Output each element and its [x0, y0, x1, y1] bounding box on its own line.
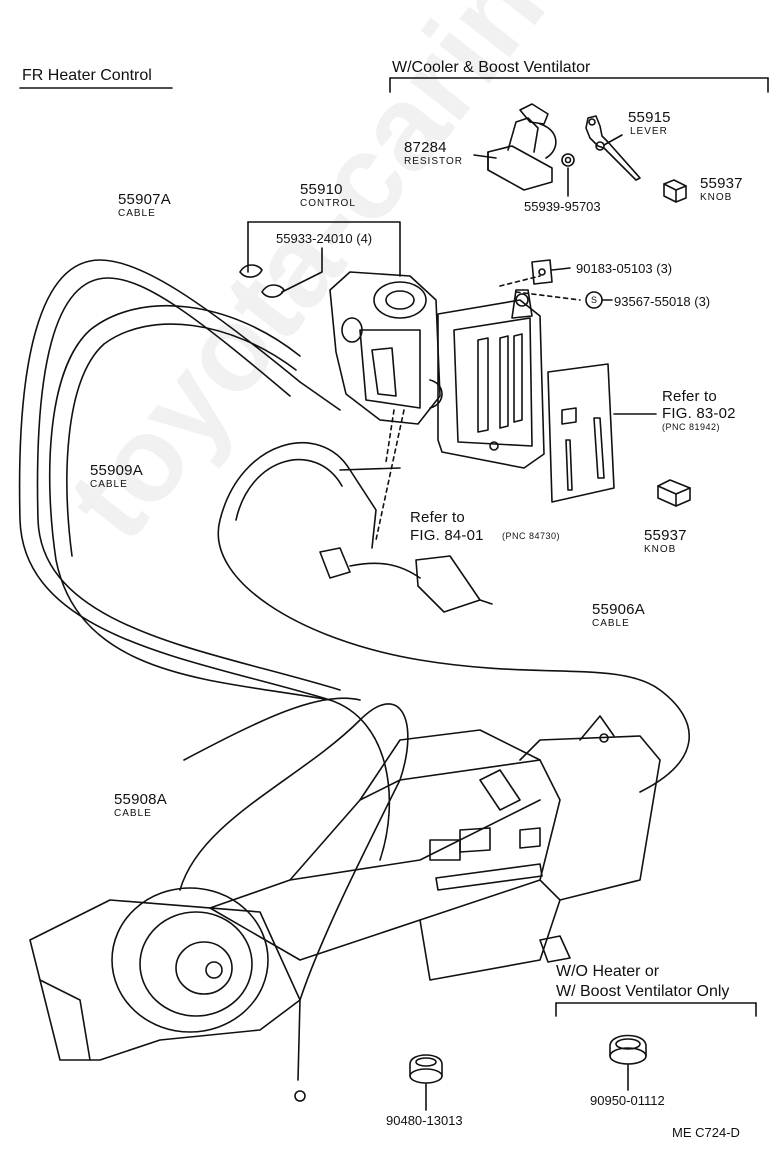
- lever-name: LEVER: [630, 126, 668, 137]
- resistor-part: [473, 103, 557, 191]
- cable-a-number: 55907A: [118, 191, 171, 208]
- clip-number: 55933-24010 (4): [276, 231, 373, 246]
- panel-ref-text: Refer to: [662, 388, 717, 405]
- lever-part: [585, 115, 641, 181]
- note-line-2: W/ Boost Ventilator Only: [556, 983, 730, 1000]
- grommet-right-number: 90950-01112: [590, 1093, 665, 1108]
- cable-c-number: 55906A: [592, 601, 645, 618]
- cable-55906A: [217, 442, 691, 793]
- control-name: CONTROL: [300, 198, 356, 209]
- switch-ref-fig: FIG. 84-01: [410, 527, 484, 544]
- screw-number: 93567-55018 (3): [614, 294, 711, 309]
- switch-ref-pnc: (PNC 84730): [502, 531, 561, 541]
- resistor-name: RESISTOR: [404, 156, 463, 167]
- cable-a-name: CABLE: [118, 208, 156, 219]
- nut-part: [561, 153, 575, 197]
- note-line-1: W/O Heater or: [556, 963, 660, 980]
- switch-assembly: [319, 547, 493, 613]
- heater-unit: [29, 715, 661, 1061]
- cable-c-name: CABLE: [592, 618, 630, 629]
- cable-d-name: CABLE: [114, 808, 152, 819]
- knob-top-number: 55937: [700, 175, 743, 192]
- knob-mid-number: 55937: [644, 527, 687, 544]
- nut-clip-number: 90183-05103 (3): [576, 261, 673, 276]
- nut-number: 55939-95703: [524, 199, 601, 214]
- knob-mid-part: [657, 479, 691, 507]
- knob-mid-name: KNOB: [644, 544, 677, 555]
- cable-55907A: [18, 259, 391, 861]
- face-panel: [547, 363, 657, 503]
- switch-ref-text: Refer to: [410, 509, 465, 526]
- cable-55908A: [179, 697, 409, 1081]
- control-unit: [329, 271, 545, 469]
- resistor-number: 87284: [404, 139, 447, 156]
- cable-b-number: 55909A: [90, 462, 143, 479]
- grommet-right-part: [609, 1034, 647, 1091]
- cable-d-number: 55908A: [114, 791, 167, 808]
- variant-title: W/Cooler & Boost Ventilator: [392, 59, 591, 76]
- diagram-title: FR Heater Control: [22, 67, 152, 84]
- panel-ref-fig: FIG. 83-02: [662, 405, 736, 422]
- knob-top-name: KNOB: [700, 192, 733, 203]
- panel-ref-pnc: (PNC 81942): [662, 422, 721, 432]
- grommet-left-part: [409, 1054, 443, 1111]
- cable-55909A: [48, 305, 331, 701]
- figure-code: ME C724-D: [672, 1125, 740, 1140]
- lever-number: 55915: [628, 109, 671, 126]
- control-number: 55910: [300, 181, 343, 198]
- knob-top-part: [663, 179, 687, 203]
- cable-b-name: CABLE: [90, 479, 128, 490]
- grommet-left-number: 90480-13013: [386, 1113, 463, 1128]
- screw-symbol: S: [591, 295, 598, 305]
